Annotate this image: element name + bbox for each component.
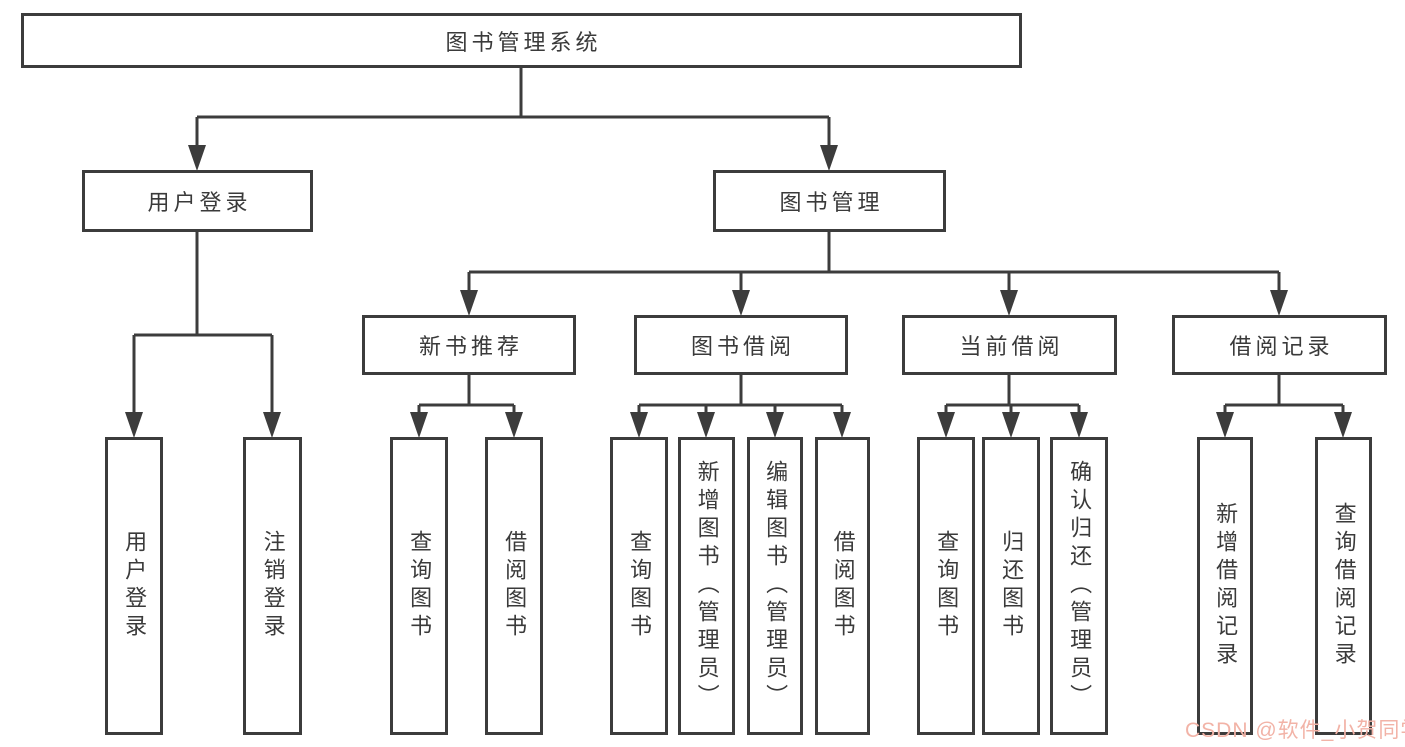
leaf-label: 新增图书（管理员） [694, 460, 720, 712]
node-new-book-recommend: 新书推荐 [362, 315, 576, 375]
leaf-borrow-borrow-books: 借阅图书 [815, 437, 870, 735]
leaf-borrow-add-books-admin: 新增图书（管理员） [678, 437, 735, 735]
leaf-label: 查询图书 [627, 530, 653, 642]
node-label: 借阅记录 [1229, 334, 1334, 359]
node-current-borrow: 当前借阅 [902, 315, 1117, 375]
leaf-recommend-query-books: 查询图书 [390, 437, 448, 735]
leaf-label: 编辑图书（管理员） [763, 460, 789, 712]
leaf-label: 注销登录 [260, 530, 286, 642]
node-label: 新书推荐 [418, 334, 523, 359]
leaf-label: 查询图书 [934, 530, 960, 642]
leaf-label: 归还图书 [999, 530, 1025, 642]
leaf-label: 借阅图书 [830, 530, 856, 642]
node-book-management: 图书管理 [713, 170, 946, 232]
leaf-current-return-books: 归还图书 [982, 437, 1040, 735]
node-book-borrow: 图书借阅 [634, 315, 848, 375]
leaf-record-add-record: 新增借阅记录 [1197, 437, 1253, 735]
leaf-label: 查询借阅记录 [1331, 502, 1357, 670]
node-borrow-record: 借阅记录 [1172, 315, 1387, 375]
leaf-label: 借阅图书 [502, 530, 528, 642]
leaf-record-query-record: 查询借阅记录 [1315, 437, 1372, 735]
leaf-label: 确认归还（管理员） [1067, 460, 1093, 712]
leaf-logout: 注销登录 [243, 437, 302, 735]
node-label: 图书管理 [779, 190, 884, 215]
node-label: 图书管理系统 [445, 29, 602, 55]
node-label: 当前借阅 [959, 334, 1064, 359]
node-user-login: 用户登录 [82, 170, 313, 232]
leaf-recommend-borrow-books: 借阅图书 [485, 437, 543, 735]
leaf-label: 新增借阅记录 [1213, 502, 1239, 670]
leaf-borrow-edit-books-admin: 编辑图书（管理员） [747, 437, 803, 735]
leaf-user-login: 用户登录 [105, 437, 163, 735]
connectors [125, 66, 1352, 438]
csdn-watermark: CSDN @软件_小贺同学 [1185, 719, 1405, 742]
leaf-borrow-query-books: 查询图书 [610, 437, 668, 735]
leaf-current-confirm-return-admin: 确认归还（管理员） [1050, 437, 1108, 735]
node-label: 用户登录 [147, 190, 252, 215]
leaf-label: 用户登录 [122, 530, 148, 642]
leaf-label: 查询图书 [407, 530, 433, 642]
node-library-management-system: 图书管理系统 [21, 13, 1022, 68]
arrowheads [125, 145, 1352, 438]
node-label: 图书借阅 [690, 334, 795, 359]
leaf-current-query-books: 查询图书 [917, 437, 975, 735]
connector-lines [132, 66, 1345, 414]
